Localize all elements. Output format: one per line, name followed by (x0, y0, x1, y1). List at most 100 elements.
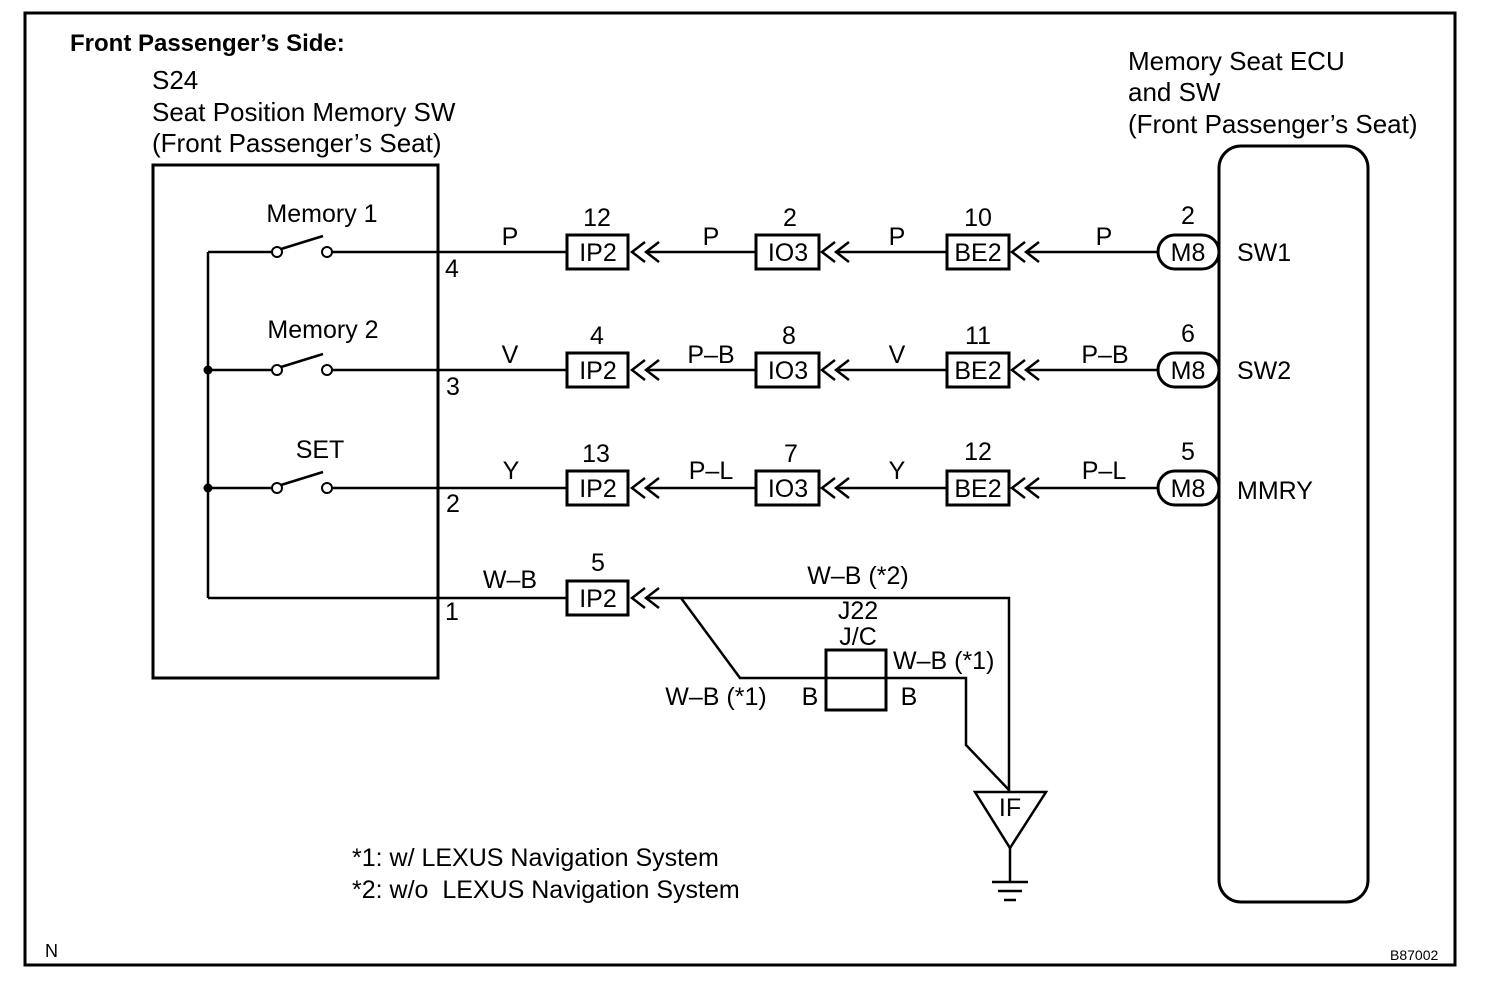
connector-io3 (754, 351, 821, 389)
connector-io3 (754, 233, 821, 271)
connector-name: IO3 (768, 357, 808, 385)
connector-name: M8 (1171, 475, 1206, 503)
wire-color-label: Y (889, 457, 906, 485)
connector-be2 (945, 351, 1011, 389)
connector-name: M8 (1171, 357, 1206, 385)
switch-contact (321, 246, 333, 258)
corner-mark: N (45, 941, 58, 961)
ecu-name-line2: and SW (1128, 77, 1221, 107)
connector-name: IO3 (768, 239, 808, 267)
ecu-terminal-label: SW1 (1237, 239, 1291, 267)
connector-pin: 7 (784, 440, 798, 468)
junction-pin-out: B (901, 683, 918, 711)
switch-contact (321, 364, 333, 376)
connector-io3 (754, 469, 821, 507)
switch-pin: 3 (446, 373, 460, 401)
connector-pin: 2 (783, 204, 797, 232)
ground-circuit: 1 W–B IP2 5 W–B (*2) W–B (*1) J22 J/C B … (208, 549, 1049, 902)
connector-name: BE2 (954, 239, 1001, 267)
connector-m8 (1156, 351, 1221, 389)
switch-label: Memory 2 (267, 316, 378, 344)
switch-label: Memory 1 (266, 200, 377, 228)
ground-symbol-icon (992, 880, 1028, 902)
switch-blade (280, 234, 324, 251)
connector-ip2 (565, 469, 630, 507)
connector-name: BE2 (954, 357, 1001, 385)
diagram-frame (23, 11, 1457, 967)
wire-color-label: V (889, 341, 906, 369)
connector-name: IP2 (579, 585, 617, 613)
wire-color-label: P (502, 223, 519, 251)
ecu-box (1217, 144, 1370, 904)
wire-color-label: Y (503, 457, 520, 485)
connector-pin: 12 (964, 438, 992, 466)
switch-pin: 1 (445, 598, 459, 626)
connector-pin: 4 (590, 322, 604, 350)
junction-pin-in: B (802, 683, 819, 711)
junction-type: J/C (839, 623, 877, 651)
switch-blade (280, 352, 324, 369)
ground-wire-without-nav (646, 596, 1011, 792)
switch-name: Seat Position Memory SW (152, 97, 456, 127)
connector-name: IP2 (579, 239, 617, 267)
wire-color-label: V (502, 341, 519, 369)
connector-pin: 12 (583, 204, 611, 232)
wire-color-label: P (889, 223, 906, 251)
connector-name: IO3 (768, 475, 808, 503)
connector-name: BE2 (954, 475, 1001, 503)
connector-pin: 6 (1181, 320, 1195, 348)
figure-code: B87002 (1390, 947, 1438, 963)
switch-contact (271, 364, 283, 376)
connector-pin: 5 (1181, 438, 1195, 466)
ground-wire-with-nav-in (679, 597, 826, 680)
ground-wire-with-nav-out (886, 676, 1010, 791)
switch-pin: 4 (445, 255, 459, 283)
connector-pin: 2 (1181, 202, 1195, 230)
connector-name: IP2 (579, 475, 617, 503)
wire-color-label: P–L (1082, 457, 1127, 485)
switch-contact (321, 482, 333, 494)
wire-color-label: P–B (1081, 341, 1128, 369)
switch-contact (271, 482, 283, 494)
connector-pin: 10 (964, 204, 992, 232)
wire-color-label: P–L (689, 457, 734, 485)
ground-point-label: IF (999, 794, 1021, 822)
connector-pin: 5 (591, 549, 605, 577)
ecu-terminal-label: MMRY (1237, 477, 1313, 505)
connector-be2 (945, 469, 1011, 507)
switch-pin: 2 (446, 490, 460, 518)
switch-contact (271, 246, 283, 258)
connector-ip2 (565, 579, 630, 617)
junction-code: J22 (838, 597, 878, 625)
ecu-name-line1: Memory Seat ECU (1128, 46, 1345, 76)
wire-color-label: W–B (483, 566, 537, 594)
connector-name: M8 (1171, 239, 1206, 267)
switch-location: (Front Passenger’s Seat) (152, 128, 442, 158)
switch-label: SET (296, 436, 345, 464)
connector-pin: 13 (582, 440, 610, 468)
connector-ip2 (565, 351, 630, 389)
diagram-title: Front Passenger’s Side: (70, 30, 345, 57)
circuit-row-memory-1: Memory 1 4 P IP2 12 P IO3 2 P BE2 10 P M… (208, 200, 1291, 283)
connector-name: IP2 (579, 357, 617, 385)
switch-blade (280, 470, 324, 487)
connector-ip2 (565, 233, 630, 271)
footnote-2: *2: w/o LEXUS Navigation System (352, 876, 740, 904)
switch-code: S24 (152, 65, 198, 95)
wire-color-label: P (703, 223, 720, 251)
junction-connector-box (824, 648, 888, 712)
connector-be2 (945, 233, 1011, 271)
ecu-location: (Front Passenger’s Seat) (1128, 109, 1418, 139)
circuit-row-set: SET 2 Y IP2 13 P–L IO3 7 Y BE2 12 P–L M8… (208, 436, 1313, 518)
footnote-1: *1: w/ LEXUS Navigation System (352, 844, 719, 872)
ecu-terminal-label: SW2 (1237, 357, 1291, 385)
connector-pin: 11 (965, 322, 991, 350)
circuit-row-memory-2: Memory 2 3 V IP2 4 P–B IO3 8 V BE2 11 P–… (208, 316, 1291, 401)
connector-pin: 8 (782, 322, 796, 350)
wire-color-label: P–B (687, 341, 734, 369)
ground-point-triangle (972, 790, 1049, 851)
wire-color-label: W–B (*1) (893, 647, 994, 675)
memory-switch-box (151, 163, 440, 680)
wire-color-label: W–B (*2) (807, 562, 908, 590)
